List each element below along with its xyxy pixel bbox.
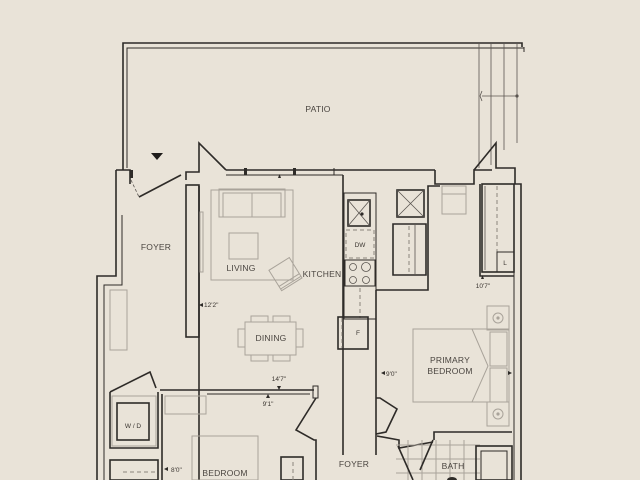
label-dishwasher: DW — [355, 242, 367, 249]
room-label-foyer-top: FOYER — [141, 242, 171, 252]
closet-bottom-left — [109, 459, 159, 480]
room-label-dining: DINING — [256, 333, 287, 343]
room-label-primary-1: PRIMARY — [430, 355, 470, 365]
fridge: F — [337, 316, 369, 350]
dim-living-height: 12'2" — [204, 302, 219, 309]
kitchen-counter: DW — [343, 192, 377, 320]
foyer-closet — [109, 289, 128, 351]
bedroom-dresser — [164, 395, 207, 415]
nightstand — [441, 185, 467, 215]
room-label-patio: PATIO — [305, 104, 330, 114]
primary-bed — [412, 305, 510, 427]
entry-arrow-icon — [151, 153, 163, 160]
entry-door — [130, 170, 182, 198]
dim-closet: 10'7" — [476, 283, 491, 290]
patio-area: PATIO — [122, 42, 524, 170]
dim-bedroom-width: 8'0" — [171, 467, 182, 474]
bedroom-door — [294, 397, 317, 480]
dim-dining: 14'7" — [272, 376, 287, 383]
room-label-bath: BATH — [442, 461, 465, 471]
room-label-primary-2: BEDROOM — [427, 366, 472, 376]
bath — [396, 439, 513, 480]
closet-bottom-mid — [280, 456, 304, 480]
room-label-living: LIVING — [226, 263, 255, 273]
living-furniture — [210, 188, 303, 292]
hall-closet — [375, 185, 440, 455]
dim-primary: 9'0" — [386, 371, 397, 378]
primary-door — [375, 397, 399, 435]
room-label-kitchen: KITCHEN — [303, 269, 342, 279]
dining-table — [237, 315, 304, 362]
room-label-foyer-bottom: FOYER — [339, 459, 369, 469]
room-label-bedroom: BEDROOM — [202, 468, 247, 478]
dim-bedroom-depth: 9'1" — [263, 401, 274, 408]
linen-closet: L — [479, 183, 515, 277]
laundry: W / D — [109, 370, 159, 449]
label-washer-dryer: W / D — [125, 423, 142, 430]
label-fridge: F — [356, 330, 360, 337]
partition-wall — [185, 184, 200, 338]
bedroom-bed — [191, 435, 259, 480]
label-linen: L — [503, 260, 507, 267]
